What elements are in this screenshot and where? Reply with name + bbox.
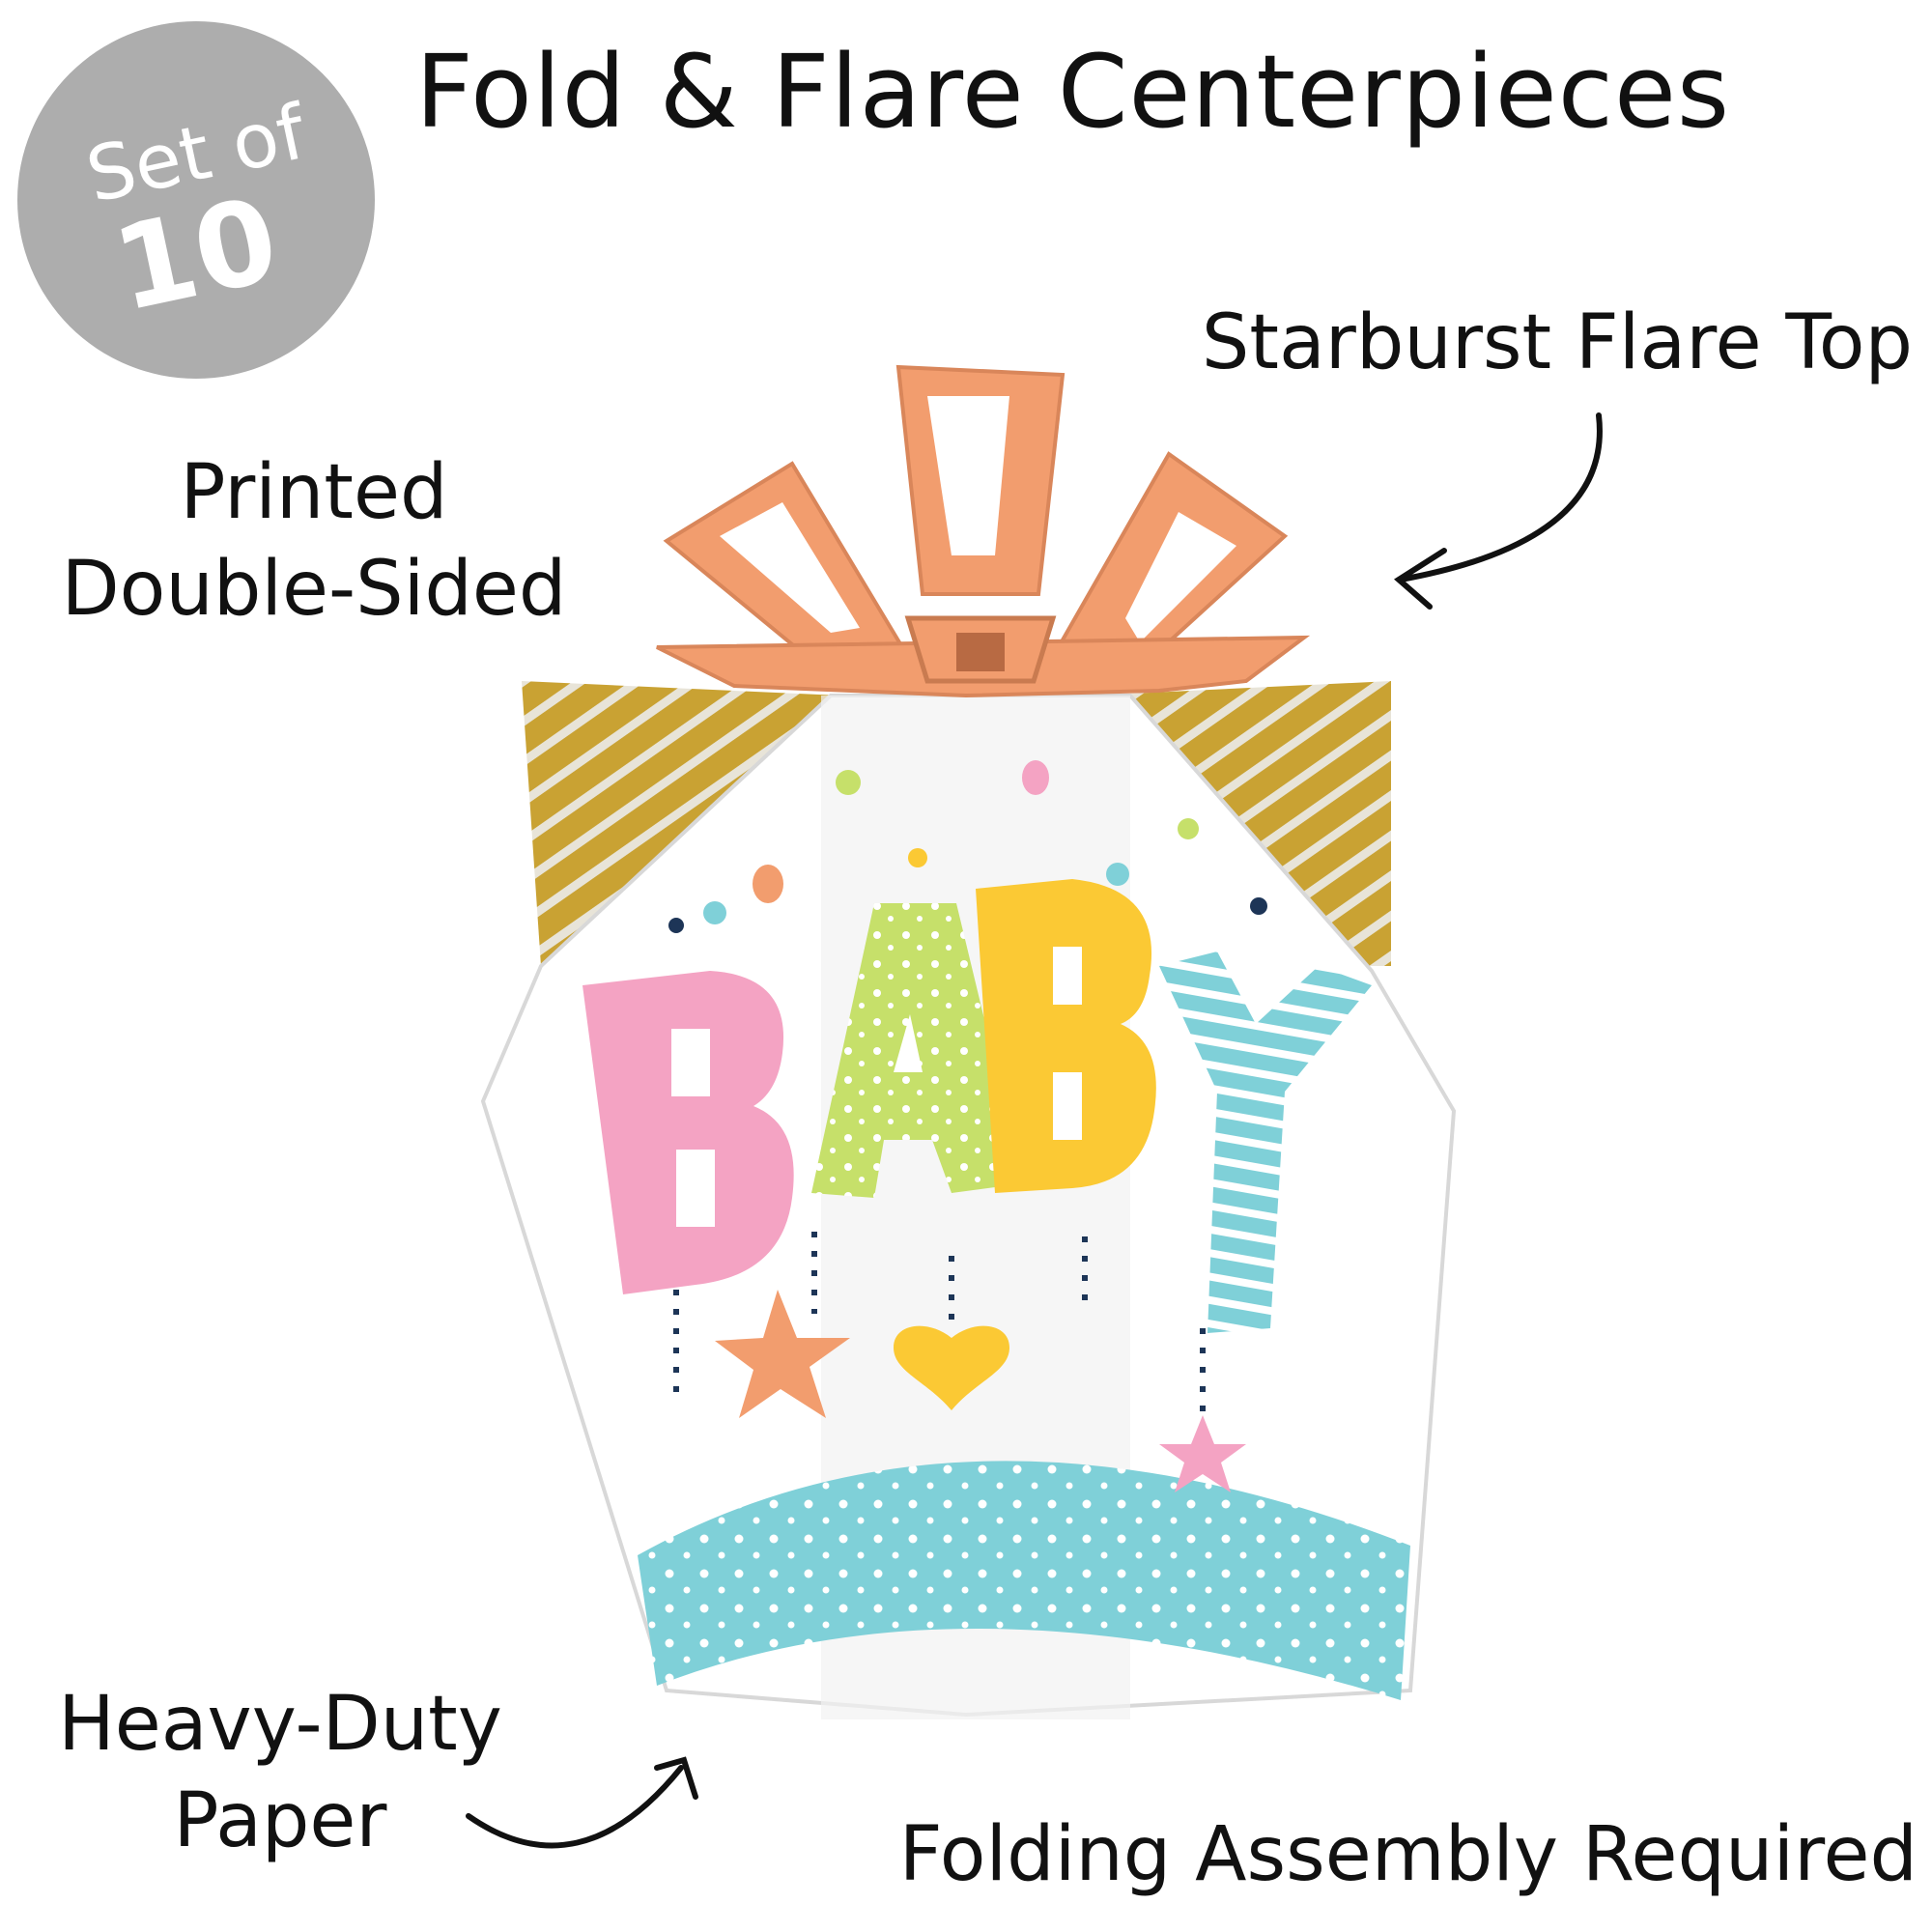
callout-starburst-flare-top: Starburst Flare Top: [1201, 299, 1913, 386]
hanging-mobile: [673, 1232, 1206, 1420]
arrow-starburst-icon: [1394, 412, 1603, 610]
callout-heavy-duty-paper: Heavy-Duty Paper: [39, 1676, 522, 1869]
callout-folding-assembly: Folding Assembly Required: [898, 1811, 1918, 1898]
arrow-heavy-duty-icon: [466, 1756, 698, 1849]
aqua-dot-band: [638, 1461, 1410, 1700]
set-count-badge: Set of 10: [17, 21, 375, 379]
callout-printed-line1: Printed: [180, 449, 448, 536]
callout-printed-line2: Double-Sided: [61, 546, 567, 633]
mobile-charms: [657, 1290, 1246, 1492]
callout-heavy-line2: Paper: [173, 1777, 387, 1864]
callout-heavy-line1: Heavy-Duty: [58, 1681, 502, 1768]
page-title: Fold & Flare Centerpieces: [415, 33, 1731, 151]
starburst-flare-top: [656, 364, 1311, 698]
baby-letters: [582, 879, 1372, 1333]
confetti-dots: [668, 760, 1267, 933]
striped-back-panel-left: [522, 681, 840, 966]
callout-printed-double-sided: Printed Double-Sided: [39, 444, 589, 638]
striped-back-panel-right: [1130, 681, 1391, 966]
